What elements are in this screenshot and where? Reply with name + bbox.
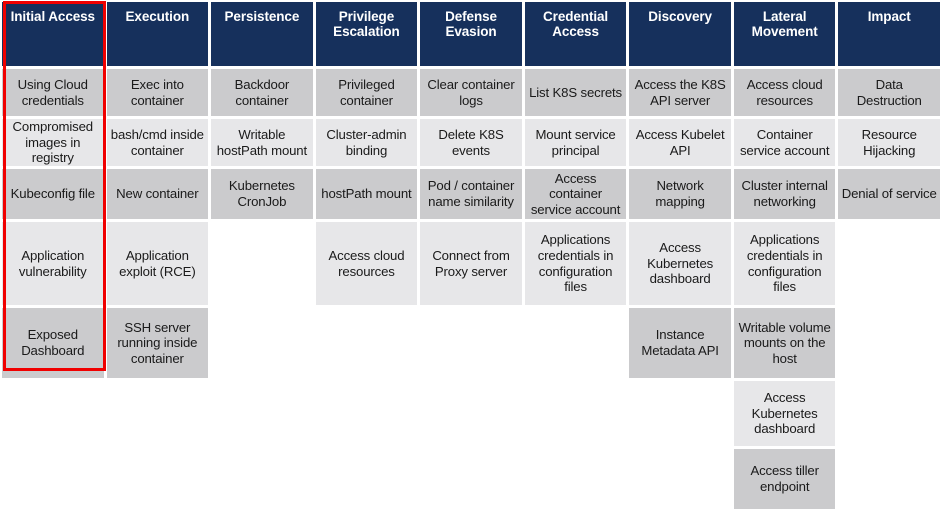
empty-cell [629, 381, 731, 446]
empty-cell [838, 449, 940, 509]
empty-cell [420, 381, 522, 446]
empty-cell [420, 308, 522, 378]
tactic-header[interactable]: Initial Access [2, 2, 104, 66]
empty-cell [107, 381, 209, 446]
empty-cell [525, 381, 627, 446]
empty-cell [107, 449, 209, 509]
empty-cell [211, 381, 313, 446]
technique-cell[interactable]: Writable volume mounts on the host [733, 308, 836, 378]
empty-cell [838, 308, 940, 378]
empty-cell [316, 381, 418, 446]
technique-cell[interactable]: Cluster internal networking [733, 169, 836, 219]
tactic-header[interactable]: Execution [106, 2, 209, 66]
technique-cell[interactable]: Resource Hijacking [838, 119, 940, 166]
technique-cell[interactable]: Container service account [733, 119, 836, 166]
empty-cell [525, 308, 627, 378]
technique-cell[interactable]: Access Kubernetes dashboard [733, 381, 836, 446]
technique-cell[interactable]: Access the K8S API server [629, 69, 731, 116]
technique-cell[interactable]: Writable hostPath mount [211, 119, 313, 166]
technique-cell[interactable]: Privileged container [315, 69, 418, 116]
technique-cell[interactable]: Access container service account [524, 169, 627, 219]
technique-cell[interactable]: Kubeconfig file [2, 169, 104, 219]
technique-cell[interactable]: Data Destruction [838, 69, 940, 116]
technique-cell[interactable]: Application exploit (RCE) [106, 222, 209, 305]
empty-cell [211, 449, 313, 509]
empty-cell [316, 449, 418, 509]
technique-cell[interactable]: New container [106, 169, 209, 219]
empty-cell [316, 308, 418, 378]
technique-cell[interactable]: Network mapping [629, 169, 731, 219]
tactic-header[interactable]: Persistence [211, 2, 313, 66]
technique-cell[interactable]: Kubernetes CronJob [211, 169, 313, 219]
technique-cell[interactable]: Using Cloud credentials [2, 69, 104, 116]
technique-cell[interactable]: Mount service principal [524, 119, 627, 166]
technique-cell[interactable]: Access cloud resources [315, 222, 418, 305]
technique-cell[interactable]: Compromised images in registry [2, 119, 104, 166]
technique-cell[interactable]: Backdoor container [211, 69, 313, 116]
technique-cell[interactable]: bash/cmd inside container [106, 119, 209, 166]
technique-cell[interactable]: Connect from Proxy server [420, 222, 522, 305]
tactic-header[interactable]: Discovery [629, 2, 731, 66]
technique-cell[interactable]: Access cloud resources [733, 69, 836, 116]
technique-cell[interactable]: Instance Metadata API [629, 308, 731, 378]
technique-cell[interactable]: Denial of service [838, 169, 940, 219]
technique-cell[interactable]: Delete K8S events [420, 119, 522, 166]
tactic-header[interactable]: Impact [838, 2, 940, 66]
technique-cell[interactable]: List K8S secrets [524, 69, 627, 116]
tactic-header[interactable]: Privilege Escalation [315, 2, 418, 66]
technique-cell[interactable]: Access tiller endpoint [733, 449, 836, 509]
technique-cell[interactable]: Access Kubernetes dashboard [629, 222, 731, 305]
empty-cell [838, 381, 940, 446]
technique-cell[interactable]: Applications credentials in configuratio… [524, 222, 627, 305]
technique-cell[interactable]: Pod / container name similarity [420, 169, 522, 219]
empty-cell [211, 308, 313, 378]
technique-cell[interactable]: Application vulnerability [2, 222, 104, 305]
technique-cell[interactable]: Exposed Dashboard [2, 308, 104, 378]
technique-cell[interactable]: Applications credentials in configuratio… [733, 222, 836, 305]
technique-cell[interactable]: Access Kubelet API [629, 119, 731, 166]
technique-cell[interactable]: Clear container logs [420, 69, 522, 116]
technique-cell[interactable]: hostPath mount [315, 169, 418, 219]
tactic-header[interactable]: Lateral Movement [733, 2, 836, 66]
technique-cell[interactable]: Cluster-admin binding [315, 119, 418, 166]
empty-cell [838, 222, 940, 305]
technique-cell[interactable]: Exec into container [106, 69, 209, 116]
tactic-header[interactable]: Credential Access [524, 2, 627, 66]
empty-cell [629, 449, 731, 509]
empty-cell [211, 222, 313, 305]
empty-cell [525, 449, 627, 509]
empty-cell [2, 381, 104, 446]
tactic-header[interactable]: Defense Evasion [420, 2, 522, 66]
empty-cell [2, 449, 104, 509]
empty-cell [420, 449, 522, 509]
technique-cell[interactable]: SSH server running inside container [106, 308, 209, 378]
